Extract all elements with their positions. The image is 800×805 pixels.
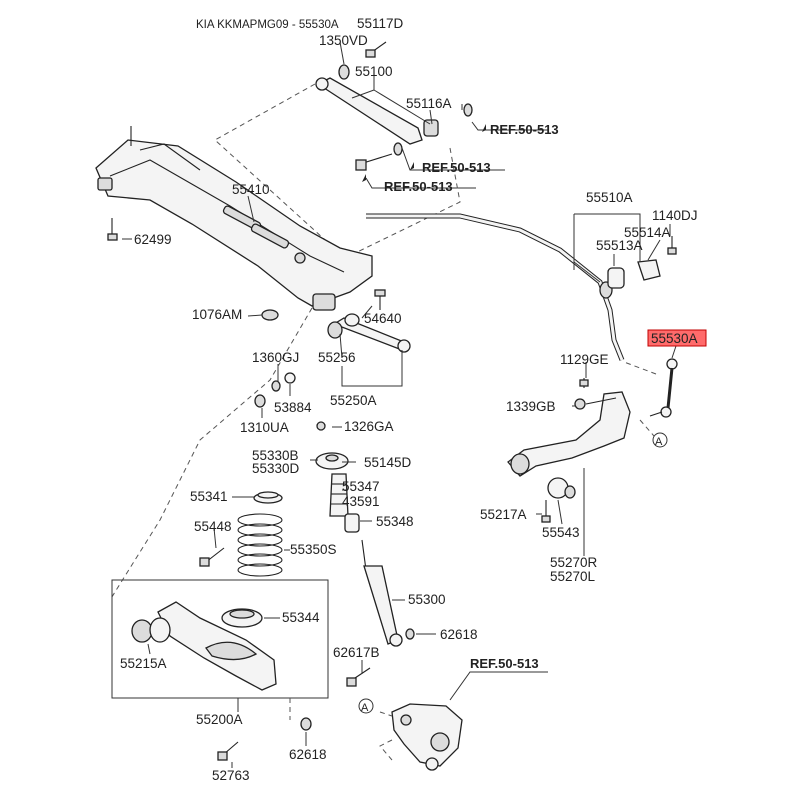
label-1129GE: 1129GE: [560, 352, 609, 367]
nut-1310UA: [254, 394, 266, 408]
bolt-55117D: [365, 41, 387, 58]
crossmember-55410: [95, 126, 373, 311]
label-1310UA: 1310UA: [240, 420, 289, 435]
label-1326GA: 1326GA: [344, 419, 394, 434]
ref-label-4: REF.50-513: [470, 656, 539, 671]
bolt-54640: [374, 289, 386, 310]
bolt-55217A: [541, 500, 551, 523]
ref-label-1: REF.50-513: [490, 122, 559, 137]
upper-arm-55100: [315, 77, 439, 145]
spring-seat-55344: [221, 608, 263, 628]
label-55217A: 55217A: [480, 507, 527, 522]
label-55145D: 55145D: [364, 455, 412, 470]
label-55330D: 55330D: [252, 461, 300, 476]
label-55410: 55410: [232, 182, 270, 197]
bolt-1129GE: [579, 378, 589, 388]
bushing-55513A: [607, 267, 625, 289]
ref-label-3: REF.50-513: [384, 179, 453, 194]
stabilizer-bar-55510A: [366, 213, 625, 361]
marker-a-link-text: A: [655, 436, 663, 448]
nut-1350VD: [338, 64, 350, 80]
washer-53884: [284, 372, 296, 384]
label-43591: 43591: [342, 494, 380, 509]
label-55300: 55300: [408, 592, 446, 607]
marker-a-knuckle: [358, 698, 374, 714]
coil-spring-55350S: [237, 513, 283, 577]
label-1076AM: 1076AM: [192, 307, 242, 322]
bolt-upper-arm: [355, 142, 403, 171]
bolt-1140DJ: [667, 236, 677, 255]
label-55344: 55344: [282, 610, 320, 625]
stabilizer-link-55530A: [649, 358, 678, 418]
bushing-55543: [547, 477, 576, 499]
nut-62618-shock: [405, 628, 415, 640]
marker-a-knuckle-text: A: [361, 702, 369, 714]
label-54640: 54640: [364, 311, 402, 326]
label-55330B: 55330B: [252, 448, 299, 463]
label-55348: 55348: [376, 514, 414, 529]
spring-pad-55341: [253, 491, 283, 504]
label-55448: 55448: [194, 519, 232, 534]
bolt-52763: [217, 741, 239, 761]
label-62618-shock: 62618: [440, 627, 478, 642]
label-55100: 55100: [355, 64, 393, 79]
bolt-62499: [107, 218, 118, 241]
label-55116A: 55116A: [406, 96, 452, 111]
label-53884: 53884: [274, 400, 312, 415]
nut-1326GA: [316, 421, 326, 431]
label-55200A: 55200A: [196, 712, 243, 727]
label-55256: 55256: [318, 350, 356, 365]
label-55350S: 55350S: [290, 542, 337, 557]
label-1339GB: 1339GB: [506, 399, 556, 414]
plug-1076AM: [261, 309, 279, 321]
ref-label-2: REF.50-513: [422, 160, 491, 175]
label-55270L: 55270L: [550, 569, 596, 584]
trailing-link-55250A: [327, 313, 411, 353]
label-55543: 55543: [542, 525, 580, 540]
label-1140DJ: 1140DJ: [652, 208, 698, 223]
highlight-55530A: [647, 329, 707, 347]
label-62499: 62499: [134, 232, 172, 247]
shock-absorber-55300: [361, 539, 403, 647]
nut-1339GB: [574, 398, 586, 410]
label-1360GJ: 1360GJ: [252, 350, 299, 365]
label-55513A: 55513A: [596, 238, 643, 253]
label-52763: 52763: [212, 768, 250, 783]
knuckle: [391, 703, 463, 771]
label-55250A: 55250A: [330, 393, 377, 408]
label-55117D: 55117D: [357, 16, 404, 31]
lower-arm-group-box: [111, 579, 329, 699]
lower-control-arm-55270: [507, 391, 631, 477]
nut-55116A: [463, 103, 473, 117]
label-55514A: 55514A: [624, 225, 671, 240]
nut-62618-arm: [300, 717, 312, 731]
label-55270R: 55270R: [550, 555, 598, 570]
marker-a-link: [652, 432, 668, 448]
nut-1360GJ: [271, 380, 281, 392]
diagram-title: KIA KKMAPMG09 - 55530A: [196, 19, 339, 31]
lower-arm-55200A: [131, 601, 277, 691]
label-55347: 55347: [342, 479, 380, 494]
bolt-55448: [199, 547, 225, 567]
label-55341: 55341: [190, 489, 228, 504]
bolt-62617B: [346, 667, 371, 687]
label-55530A: 55530A: [651, 331, 698, 346]
mount-55330B: [315, 452, 349, 470]
label-62617B: 62617B: [333, 645, 380, 660]
label-55215A: 55215A: [120, 656, 167, 671]
label-62618-arm: 62618: [289, 747, 327, 762]
bracket-55514A: [637, 259, 661, 281]
dust-cover-55348: [344, 513, 360, 533]
label-1350VD: 1350VD: [319, 33, 368, 48]
label-55510A: 55510A: [586, 190, 633, 205]
